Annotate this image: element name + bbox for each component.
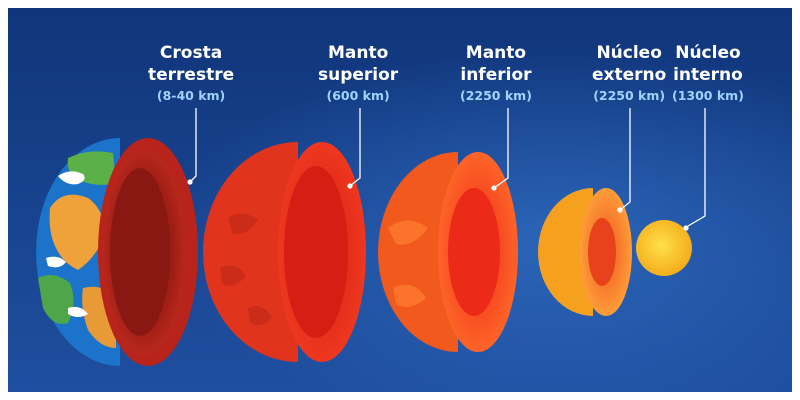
crust-name-line1: Crosta — [159, 43, 223, 63]
lower-mantle-name-line2: inferior — [460, 65, 532, 85]
label-outer-core: Núcleo externo (2250 km) — [592, 42, 666, 106]
crust-name-line2: terrestre — [148, 65, 235, 85]
label-lower-mantle: Manto inferior (2250 km) — [460, 42, 532, 106]
leader-line-crust — [189, 108, 197, 183]
leader-line-inner — [687, 108, 706, 227]
outer-core-inner — [588, 218, 616, 286]
leader-line-upper — [349, 108, 361, 187]
crust-cut-core — [110, 168, 170, 336]
leader-lines — [187, 108, 706, 231]
globe-land-3 — [38, 274, 74, 324]
inner-core-name-line2: interno — [673, 65, 743, 85]
upper-mantle-back — [203, 142, 298, 362]
label-upper-mantle: Manto superior (600 km) — [318, 42, 398, 106]
outer-core-name-line1: Núcleo — [596, 43, 662, 63]
leader-dot-outer — [617, 207, 623, 213]
leader-dot-inner — [683, 225, 689, 231]
upper-mantle-name-line2: superior — [318, 65, 399, 85]
crust-thickness: (8-40 km) — [156, 88, 226, 103]
lower-mantle-texture — [388, 220, 428, 307]
label-inner-core: Núcleo interno (1300 km) — [672, 42, 744, 106]
outer-core-thickness: (2250 km) — [593, 88, 666, 103]
leader-line-outer — [619, 108, 631, 211]
upper-mantle-shell — [203, 142, 366, 362]
upper-mantle-name-line1: Manto — [327, 43, 389, 63]
globe-cloud-3 — [68, 306, 88, 317]
lower-mantle-name-line1: Manto — [465, 43, 527, 63]
upper-mantle-texture — [220, 213, 272, 326]
inner-core-name-line1: Núcleo — [675, 43, 741, 63]
leader-dot-crust — [187, 179, 193, 185]
label-crust: Crosta terrestre (8-40 km) — [148, 42, 234, 106]
upper-mantle-inner — [284, 166, 348, 338]
leader-dot-lower — [491, 185, 497, 191]
outer-core-name-line2: externo — [592, 65, 667, 85]
outer-core-back — [538, 188, 593, 316]
leader-dot-upper — [347, 183, 353, 189]
outer-core-shell — [538, 188, 632, 316]
lower-mantle-inner — [448, 188, 500, 316]
leader-line-lower — [493, 108, 509, 189]
diagram-canvas — [8, 8, 792, 392]
globe-cloud-2 — [46, 256, 66, 268]
lower-mantle-thickness: (2250 km) — [460, 88, 532, 103]
globe-land-1 — [49, 194, 106, 270]
globe-cloud — [58, 171, 85, 185]
inner-core-thickness: (1300 km) — [672, 88, 744, 103]
earth-globe — [36, 138, 198, 366]
inner-core-ball — [636, 220, 692, 276]
lower-mantle-shell — [378, 152, 518, 352]
upper-mantle-thickness: (600 km) — [326, 88, 390, 103]
